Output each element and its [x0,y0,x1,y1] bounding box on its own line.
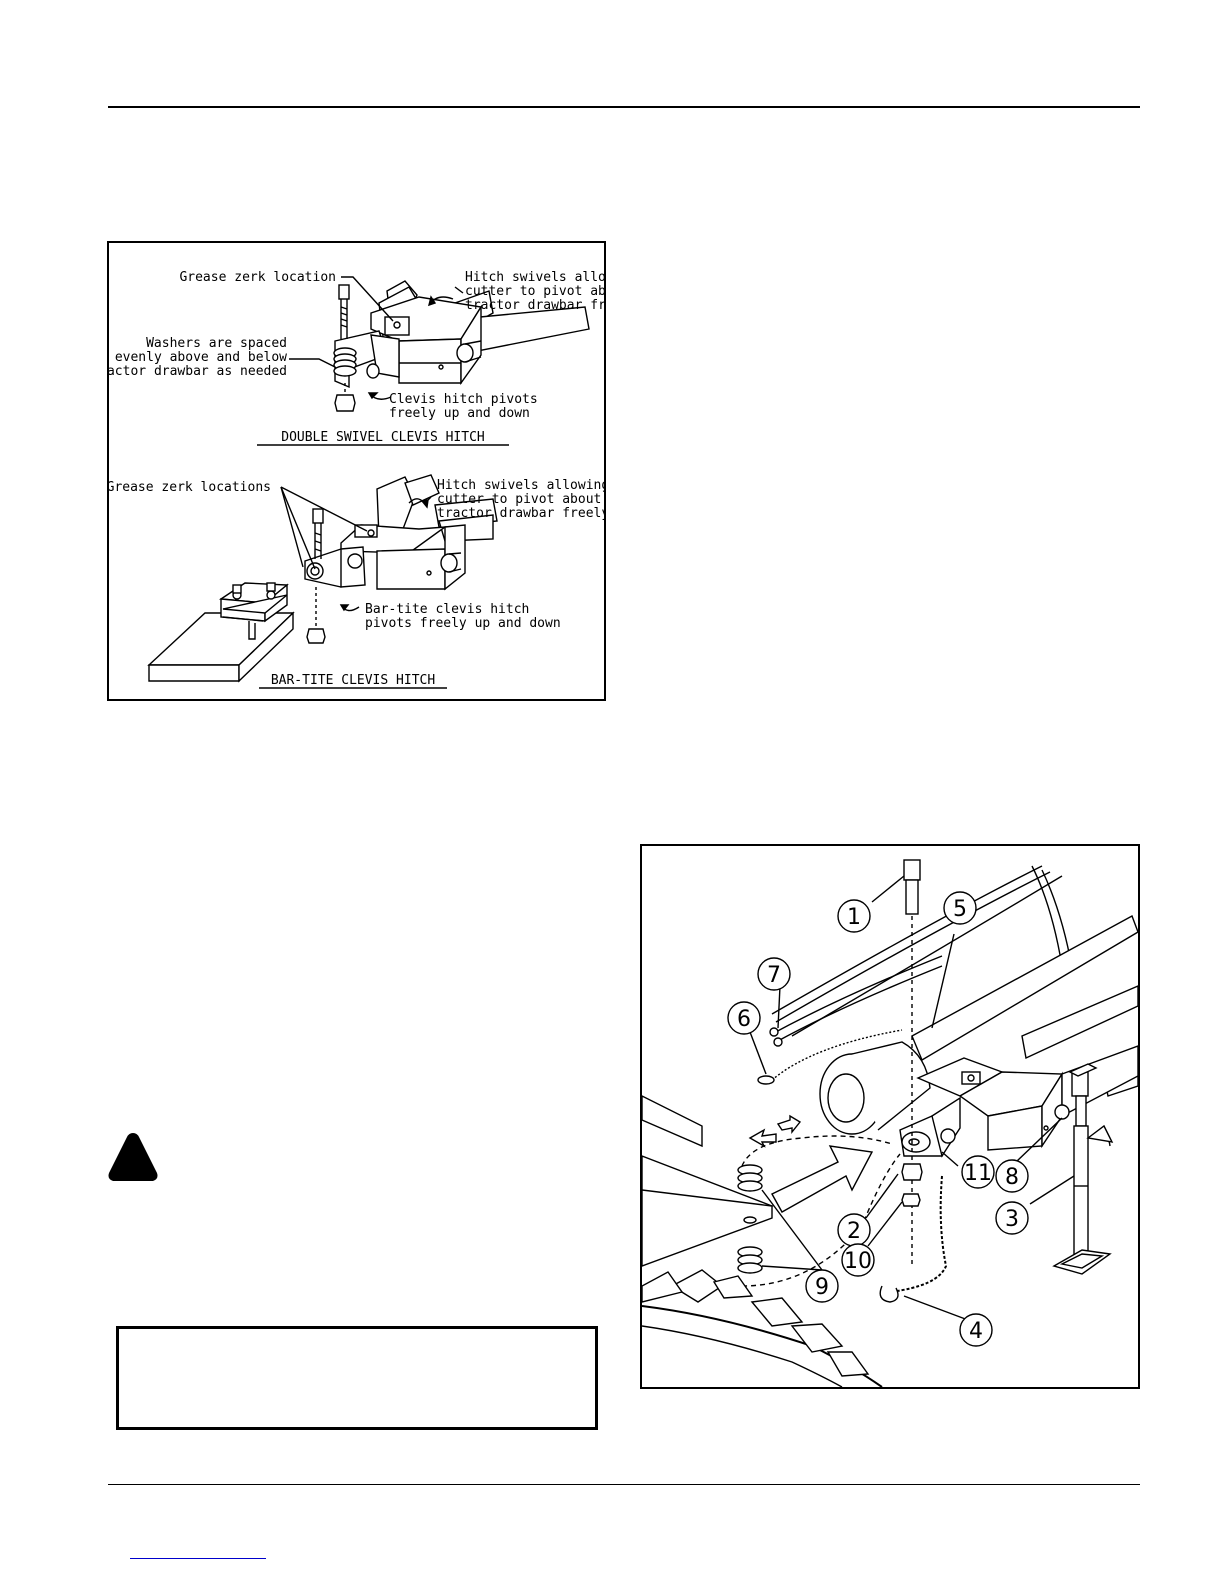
callout-5: 5 [953,897,967,922]
clevis-pivots-label-2: freely up and down [389,406,530,421]
callout-4: 4 [969,1319,983,1344]
hitch-figure: Grease zerk location Hitch swivels allow… [107,241,606,701]
warning-triangle-icon [108,1133,158,1181]
callout-11: 11 [964,1161,992,1186]
callout-1: 1 [847,905,861,930]
assembly-illustration: 1 2 3 4 5 6 7 8 9 10 11 [642,859,1138,1387]
bar-tite-title: BAR-TITE CLEVIS HITCH [271,673,435,688]
hitch-swivels-label-3: tractor drawbar freely [465,298,604,313]
header-rule [108,106,1140,108]
clevis-pivots-label-1: Clevis hitch pivots [389,392,538,407]
callout-9: 9 [815,1275,829,1300]
bar-tite-swivels-label-2: cutter to pivot about [437,492,601,507]
callout-8: 8 [1005,1165,1019,1190]
grease-zerk-label: Grease zerk location [179,270,336,285]
washers-label-3: tractor drawbar as needed [109,364,287,379]
bar-tite-pivots-label-1: Bar-tite clevis hitch [365,602,529,617]
bar-tite-swivels-label-1: Hitch swivels allowing [437,478,604,493]
bar-tite-swivels-label-3: tractor drawbar freely [437,506,604,521]
double-swivel-title: DOUBLE SWIVEL CLEVIS HITCH [281,430,485,445]
hitch-swivels-label-1: Hitch swivels allowing [465,270,604,285]
hitch-swivels-label-2: cutter to pivot about [465,284,604,299]
callout-10: 10 [844,1249,872,1274]
bar-tite-pivots-label-2: pivots freely up and down [365,616,561,631]
callout-7: 7 [767,963,781,988]
grease-zerks-label: Grease zerk locations [109,480,271,495]
callout-3: 3 [1005,1207,1019,1232]
washers-label-2: evenly above and below [115,350,287,365]
footer-rule [108,1484,1140,1485]
hitch-illustration: Grease zerk location Hitch swivels allow… [109,270,604,689]
callout-6: 6 [737,1007,751,1032]
note-box [116,1326,598,1430]
washers-label-1: Washers are spaced [146,336,287,351]
callout-2: 2 [847,1219,861,1244]
assembly-figure: 1 2 3 4 5 6 7 8 9 10 11 [640,844,1140,1389]
footer-link-underline[interactable] [130,1558,266,1559]
